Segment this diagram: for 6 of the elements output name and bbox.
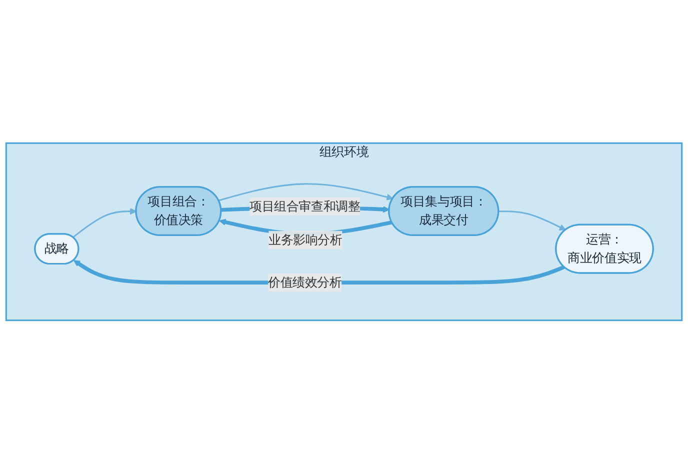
edge-label: 项目组合审查和调整 bbox=[250, 198, 360, 214]
edge-label: 业务影响分析 bbox=[268, 232, 342, 247]
arrow bbox=[498, 210, 566, 230]
edge-label: 价值绩效分析 bbox=[268, 274, 342, 290]
arrow bbox=[72, 208, 137, 238]
arrow bbox=[218, 182, 394, 201]
